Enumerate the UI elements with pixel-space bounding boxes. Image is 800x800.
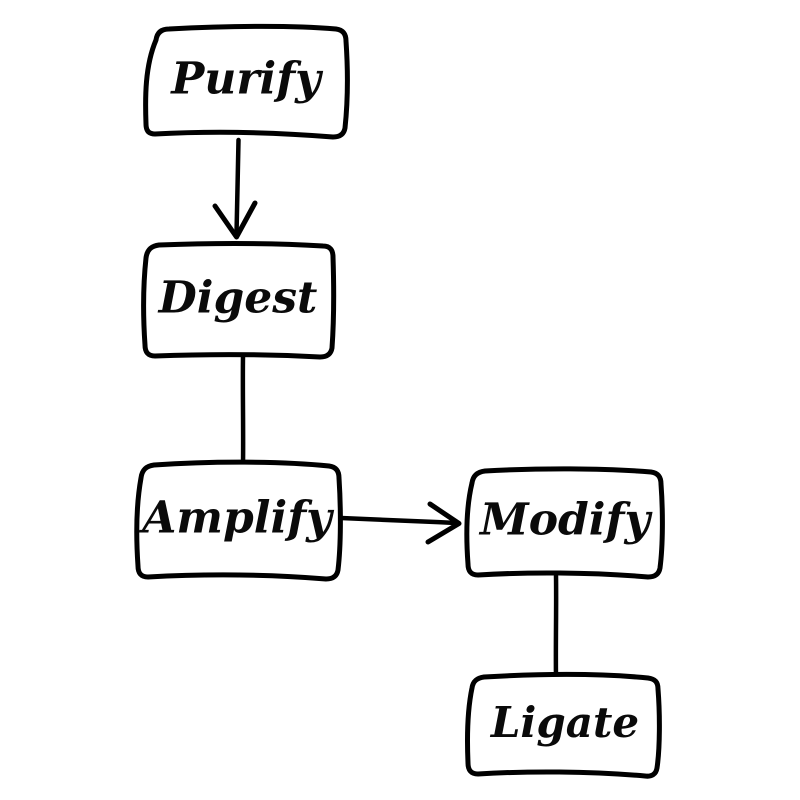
node-amplify-label: Amplify [138, 493, 335, 544]
node-purify-label: Purify [169, 54, 324, 105]
node-digest-label: Digest [157, 273, 318, 324]
node-ligate[interactable]: Ligate [464, 672, 662, 779]
node-digest-shape[interactable] [141, 241, 337, 360]
edge-purify-to-digest [212, 137, 258, 240]
node-purify[interactable]: Purify [143, 23, 350, 140]
edge-amplify-to-modify-line [338, 515, 459, 526]
edge-purify-to-digest-line [234, 137, 241, 237]
node-modify[interactable]: Modify [464, 466, 665, 580]
node-layer: Purify Digest Amplify Modify Ligate [134, 23, 665, 779]
edge-purify-to-digest-arrowhead [212, 200, 258, 240]
node-ligate-label: Ligate [490, 698, 639, 747]
edge-layer [212, 137, 559, 680]
edge-amplify-to-modify [338, 501, 462, 545]
node-ligate-shape[interactable] [464, 672, 662, 779]
edge-amplify-to-modify-arrowhead [425, 501, 462, 545]
node-purify-shape[interactable] [143, 23, 350, 140]
node-amplify-shape[interactable] [134, 459, 343, 582]
node-digest[interactable]: Digest [141, 241, 337, 360]
node-modify-label: Modify [478, 495, 653, 546]
node-modify-shape[interactable] [464, 466, 665, 580]
node-amplify[interactable]: Amplify [134, 459, 343, 582]
